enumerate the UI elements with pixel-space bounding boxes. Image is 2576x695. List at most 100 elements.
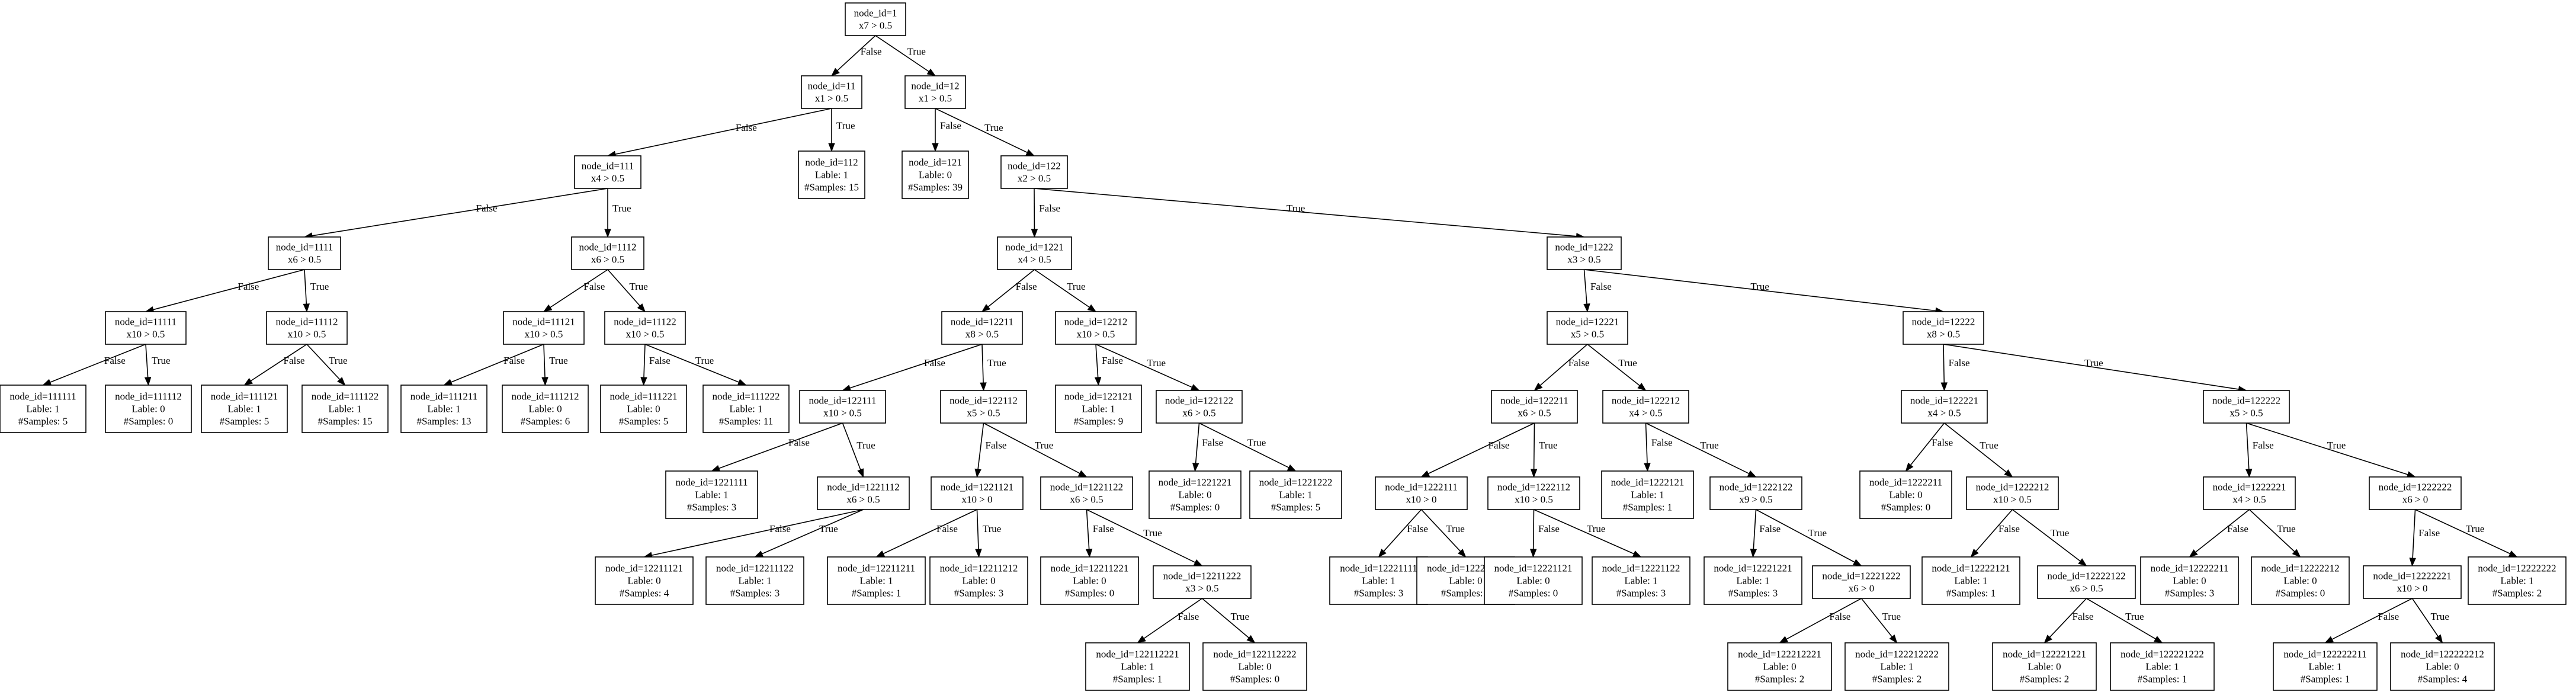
- node-samples-count: #Samples: 0: [1509, 588, 1558, 599]
- node-box: [268, 236, 341, 270]
- tree-edge: True: [1756, 509, 1862, 566]
- node-id-label: node_id=122222212: [2401, 649, 2484, 660]
- node-box: [1040, 476, 1133, 510]
- node-samples-count: #Samples: 5: [220, 416, 270, 427]
- edge-line: [1860, 598, 1893, 638]
- tree-edge: True: [541, 344, 568, 386]
- arrowhead-icon: [1378, 549, 1387, 558]
- node-box: [1921, 556, 2020, 605]
- node-split-condition: x10 > 0: [1406, 494, 1436, 505]
- node-split-condition: x9 > 0.5: [1739, 494, 1772, 505]
- node-box: [301, 385, 389, 433]
- tree-edge: False: [2189, 509, 2250, 558]
- arrowhead-icon: [637, 303, 646, 313]
- tree-edge: False: [1529, 509, 1560, 558]
- arrowhead-icon: [2044, 635, 2052, 644]
- edge-line: [875, 35, 929, 72]
- node-box: [827, 556, 926, 605]
- node-lable-value: Lable: 1: [2500, 575, 2533, 587]
- node-samples-count: #Samples: 15: [317, 416, 372, 427]
- arrowhead-icon: [975, 549, 982, 558]
- edge-line: [1086, 509, 1090, 550]
- node-samples-count: #Samples: 39: [908, 182, 963, 193]
- node-id-label: node_id=122222211: [2283, 649, 2366, 660]
- edge-label-true: True: [629, 281, 648, 292]
- node-box: [705, 556, 804, 605]
- edge-label-true: True: [907, 46, 926, 57]
- node-box: [2203, 390, 2290, 424]
- node-box: [845, 2, 906, 36]
- node-samples-count: #Samples: 0: [1170, 502, 1220, 513]
- tree-edge: False: [1420, 422, 1535, 478]
- tree-edge: True: [644, 344, 747, 386]
- node-samples-count: #Samples: 3: [730, 588, 780, 599]
- node-samples-count: #Samples: 3: [1728, 588, 1778, 599]
- node-box: [1329, 556, 1428, 605]
- node-samples-count: #Samples: 2: [1755, 674, 1805, 685]
- edge-line: [883, 509, 977, 555]
- node-lable-value: Lable: 0: [2283, 575, 2317, 587]
- tree-edge: False: [243, 344, 307, 386]
- edge-label-false: False: [1998, 523, 2020, 534]
- node-lable-value: Lable: 0: [1449, 575, 1482, 587]
- node-id-label: node_id=12211212: [940, 563, 1018, 574]
- node-id-label: node_id=1221: [1005, 242, 1063, 253]
- tree-edge: True: [875, 35, 936, 76]
- edge-line: [1095, 344, 1192, 388]
- edge-line: [2331, 598, 2413, 640]
- node-id-label: node_id=11122: [614, 316, 676, 328]
- edge-label-false: False: [104, 355, 126, 366]
- node-samples-count: #Samples: 11: [719, 416, 773, 427]
- node-box: [1966, 476, 2059, 510]
- node-lable-value: Lable: 0: [1073, 575, 1106, 587]
- node-box: [940, 390, 1027, 424]
- node-split-condition: x5 > 0.5: [967, 408, 1000, 419]
- node-lable-value: Lable: 1: [729, 403, 762, 415]
- edge-line: [1383, 509, 1422, 552]
- arrowhead-icon: [2435, 634, 2443, 644]
- arrowhead-icon: [640, 377, 647, 386]
- tree-edge: True: [2246, 422, 2416, 478]
- node-box: [904, 75, 966, 109]
- node-samples-count: #Samples: 2: [2492, 588, 2542, 599]
- edge-line: [983, 422, 1080, 474]
- edge-line: [50, 344, 146, 383]
- node-id-label: node_id=1111: [276, 242, 333, 253]
- tree-edge: True: [303, 269, 329, 313]
- node-samples-count: #Samples: 2: [1872, 674, 1922, 685]
- node-samples-count: #Samples: 2: [2020, 674, 2070, 685]
- node-id-label: node_id=1221121: [941, 482, 1013, 493]
- node-split-condition: x6 > 0.5: [846, 494, 880, 505]
- node-id-label: node_id=122121: [1064, 391, 1133, 402]
- edge-line: [1539, 344, 1588, 386]
- node-box: [1601, 470, 1694, 519]
- node-id-label: node_id=122212221: [1738, 649, 1821, 660]
- edge-label-false: False: [2227, 523, 2248, 534]
- edge-line: [1034, 269, 1090, 308]
- node-split-condition: x10 > 0.5: [823, 408, 862, 419]
- node-id-label: node_id=1222212: [1976, 482, 2049, 493]
- node-samples-count: #Samples: 3: [1354, 588, 1404, 599]
- node-lable-value: Lable: 1: [1631, 489, 1664, 501]
- node-split-condition: x4 > 0.5: [591, 173, 624, 184]
- node-box: [1602, 390, 1689, 424]
- tree-edge: False: [42, 344, 146, 386]
- edge-line: [1786, 598, 1862, 640]
- arrowhead-icon: [1420, 470, 1430, 478]
- node-id-label: node_id=12221122: [1602, 563, 1680, 574]
- node-id-label: node_id=12222122: [2047, 571, 2125, 582]
- edge-label-false: False: [2418, 527, 2440, 539]
- node-box: [1202, 642, 1307, 691]
- tree-edge: False: [981, 269, 1037, 312]
